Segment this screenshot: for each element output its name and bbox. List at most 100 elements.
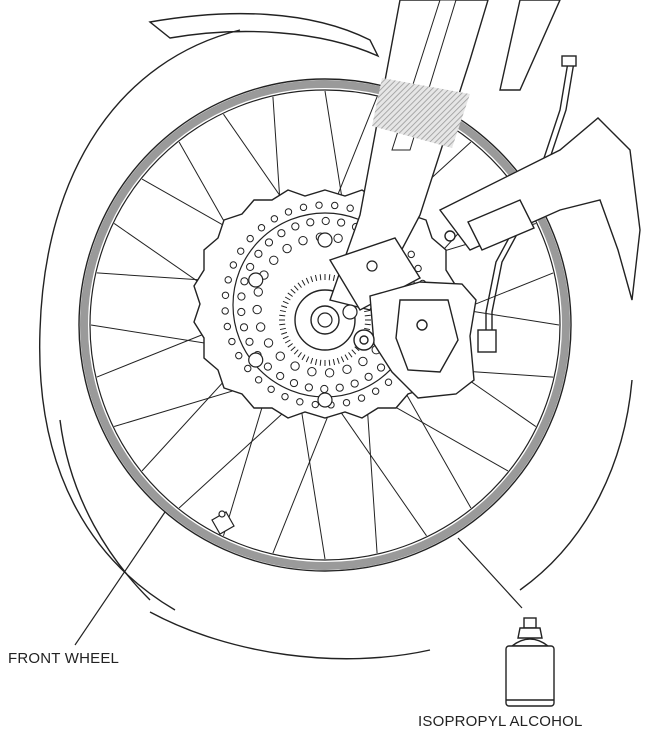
disc-hole bbox=[239, 323, 249, 332]
abs-tooth bbox=[282, 300, 289, 305]
disc-hole bbox=[311, 400, 319, 409]
disc-hole bbox=[291, 222, 300, 231]
disc-hole bbox=[254, 249, 263, 258]
disc-hole bbox=[307, 367, 317, 377]
disc-hole bbox=[252, 304, 262, 315]
disc-hole bbox=[221, 307, 229, 315]
abs-tooth bbox=[279, 314, 286, 317]
disc-bolt bbox=[248, 352, 264, 368]
abs-tooth bbox=[284, 296, 291, 301]
abs-tooth bbox=[281, 331, 288, 335]
disc-hole bbox=[304, 383, 313, 392]
disc-hole bbox=[384, 378, 393, 386]
abs-tooth bbox=[340, 356, 345, 363]
abs-tooth bbox=[319, 274, 322, 281]
disc-hole bbox=[253, 287, 263, 297]
disc-hole bbox=[342, 398, 351, 407]
disc-hole bbox=[277, 229, 286, 238]
abs-tooth bbox=[364, 323, 371, 326]
disc-hole bbox=[284, 208, 293, 216]
disc-hole bbox=[364, 372, 373, 381]
disc-hole bbox=[276, 371, 285, 381]
abs-tooth bbox=[284, 339, 291, 344]
disc-hole bbox=[275, 351, 285, 361]
abs-tooth bbox=[364, 327, 371, 331]
abs-tooth bbox=[297, 352, 302, 358]
spray-can bbox=[505, 617, 555, 707]
abs-tooth bbox=[351, 349, 357, 355]
abs-tooth bbox=[319, 359, 322, 366]
disc-hole bbox=[290, 361, 300, 371]
abs-tooth bbox=[314, 274, 318, 281]
disc-hole bbox=[269, 255, 279, 265]
abs-tooth bbox=[287, 343, 293, 348]
disc-hole bbox=[237, 292, 246, 301]
leader-lines bbox=[74, 511, 523, 646]
disc-hole bbox=[342, 364, 352, 375]
disc-hole bbox=[228, 337, 236, 346]
disc-hole bbox=[263, 362, 272, 371]
disc-hole bbox=[237, 307, 246, 317]
disc-hole bbox=[407, 250, 415, 259]
disc-hole bbox=[333, 233, 343, 243]
abs-tooth bbox=[328, 359, 331, 366]
tire bbox=[39, 29, 633, 660]
abs-tooth bbox=[332, 359, 336, 366]
abs-tooth bbox=[305, 356, 310, 363]
abs-tooth bbox=[297, 282, 302, 288]
abs-tooth bbox=[279, 323, 286, 326]
abs-tooth bbox=[290, 288, 296, 294]
abs-tooth bbox=[364, 314, 371, 317]
disc-hole bbox=[414, 264, 422, 273]
disc-hole bbox=[306, 218, 315, 227]
abs-tooth bbox=[314, 359, 318, 366]
disc-hole bbox=[331, 201, 339, 210]
abs-tooth bbox=[305, 277, 310, 284]
disc-hole bbox=[315, 201, 323, 209]
disc-hole bbox=[376, 363, 386, 372]
abs-tooth bbox=[279, 309, 286, 313]
disc-hole bbox=[240, 277, 249, 286]
disc-hole bbox=[337, 218, 346, 227]
disc-hole bbox=[237, 247, 245, 255]
disc-bolt bbox=[248, 272, 264, 288]
abs-tooth bbox=[293, 285, 299, 291]
disc-hole bbox=[289, 378, 299, 388]
disc-hole bbox=[255, 322, 266, 332]
disc-hole bbox=[282, 243, 292, 254]
disc-hole bbox=[320, 384, 329, 394]
abs-tooth bbox=[344, 354, 349, 361]
disc-hole bbox=[229, 261, 238, 269]
disc-hole bbox=[254, 376, 263, 384]
disc-hole bbox=[246, 262, 255, 272]
abs-tooth bbox=[310, 357, 314, 364]
disc-hole bbox=[350, 379, 359, 388]
disc-hole bbox=[299, 203, 308, 212]
disc-hole bbox=[298, 235, 308, 246]
wheel-rim bbox=[78, 78, 572, 572]
abs-tooth bbox=[290, 346, 296, 352]
valve-stem bbox=[211, 510, 235, 535]
disc-hole bbox=[263, 338, 274, 348]
abs-tooth bbox=[281, 305, 288, 309]
abs-tooth bbox=[332, 274, 336, 281]
abs-tooth bbox=[279, 327, 286, 331]
abs-tooth bbox=[293, 349, 299, 355]
disc-hole bbox=[371, 387, 380, 395]
front-fender bbox=[148, 12, 380, 58]
abs-tooth bbox=[348, 352, 353, 358]
disc-bolt bbox=[317, 392, 333, 408]
disc-hole bbox=[296, 398, 304, 406]
disc-hole bbox=[321, 216, 330, 226]
disc-hole bbox=[257, 224, 266, 232]
abs-tooth bbox=[336, 357, 340, 364]
front-fork bbox=[328, 0, 489, 320]
abs-tooth bbox=[328, 274, 331, 281]
disc-hole bbox=[324, 368, 335, 378]
disc-hole bbox=[270, 215, 279, 223]
abs-tooth bbox=[354, 346, 360, 352]
disc-hole bbox=[246, 234, 254, 243]
disc-hole bbox=[223, 322, 232, 331]
abs-tooth bbox=[287, 292, 293, 297]
